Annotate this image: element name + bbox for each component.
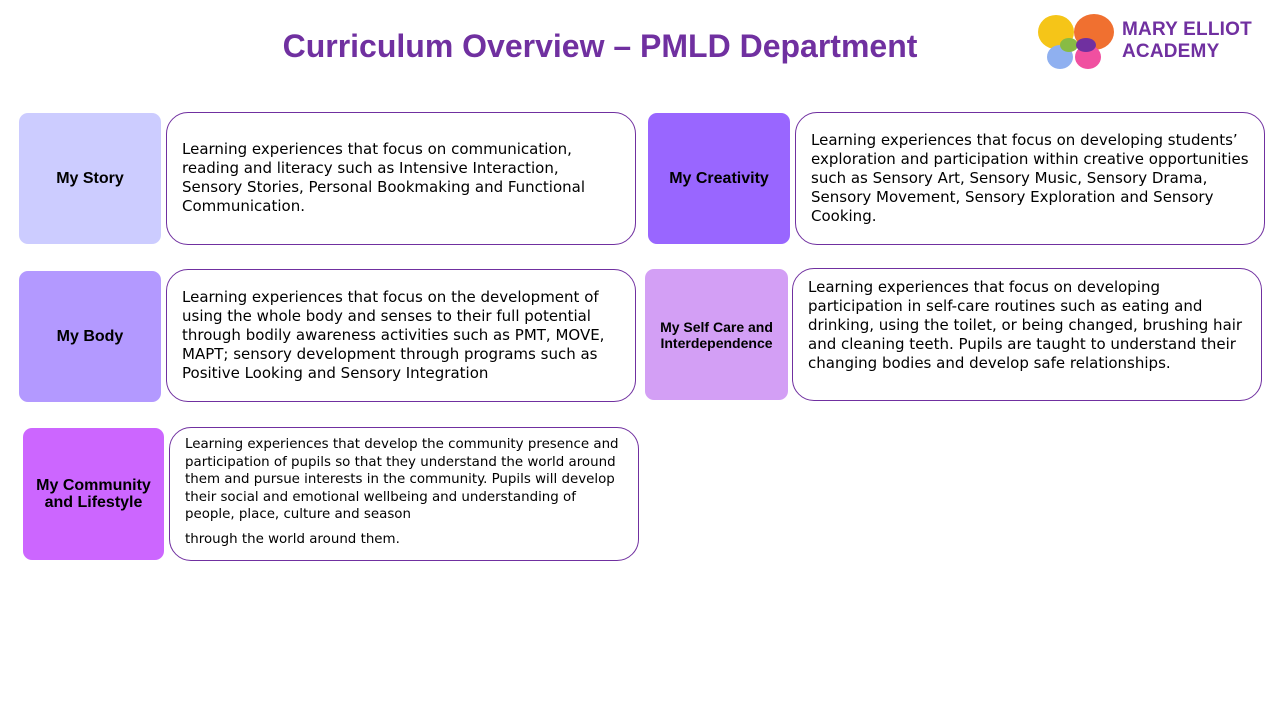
label-my-self-care: My Self Care and Interdependence — [645, 269, 788, 400]
description-my-community: Learning experiences that develop the co… — [169, 427, 639, 561]
butterfly-logo-icon — [1038, 14, 1114, 69]
description-my-creativity: Learning experiences that focus on devel… — [795, 112, 1265, 245]
description-my-self-care: Learning experiences that focus on devel… — [792, 268, 1262, 401]
page-title: Curriculum Overview – PMLD Department — [282, 28, 918, 64]
description-my-body: Learning experiences that focus on the d… — [166, 269, 636, 402]
label-my-story: My Story — [19, 113, 161, 244]
label-my-body: My Body — [19, 271, 161, 402]
logo-line-1: MARY ELLIOT — [1122, 19, 1252, 40]
label-my-creativity: My Creativity — [648, 113, 790, 244]
logo-line-2: ACADEMY — [1122, 41, 1220, 62]
academy-logo: MARY ELLIOT ACADEMY — [1036, 12, 1266, 72]
description-my-story: Learning experiences that focus on commu… — [166, 112, 636, 245]
label-my-community: My Community and Lifestyle — [23, 428, 164, 560]
